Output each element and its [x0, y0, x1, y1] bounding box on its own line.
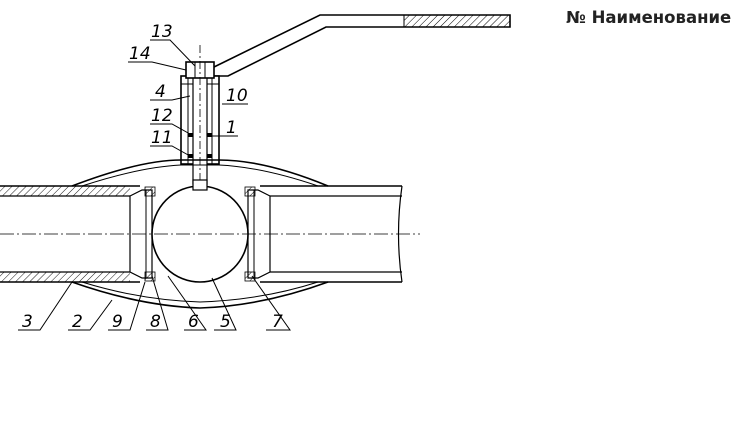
body-outer-top [71, 159, 329, 187]
callout-9: 9 [112, 312, 123, 332]
callout-4: 4 [155, 82, 166, 102]
callout-labels: 13 14 4 10 12 11 1 3 2 9 8 6 5 7 [22, 22, 283, 332]
callout-13: 13 [151, 22, 173, 42]
callout-1: 1 [226, 118, 237, 138]
legend-header: № Наименование [566, 8, 732, 27]
callout-2: 2 [72, 312, 83, 332]
valve-cross-section-drawing: 13 14 4 10 12 11 1 3 2 9 8 6 5 7 [0, 14, 511, 332]
callout-12: 12 [151, 106, 173, 126]
leader-lines [18, 39, 291, 331]
callout-6: 6 [188, 312, 199, 332]
callout-5: 5 [220, 312, 231, 332]
callout-8: 8 [150, 312, 161, 332]
pipe [0, 185, 403, 283]
callout-3: 3 [22, 312, 33, 332]
handle-end-fill [403, 14, 511, 28]
callout-11: 11 [151, 128, 173, 148]
parts-legend: № Наименование 1Горловина2Корпус3Патрубо… [566, 8, 750, 32]
body-outer-bottom [71, 281, 329, 309]
callout-10: 10 [226, 86, 248, 106]
callout-14: 14 [129, 44, 151, 64]
callout-7: 7 [272, 312, 283, 332]
